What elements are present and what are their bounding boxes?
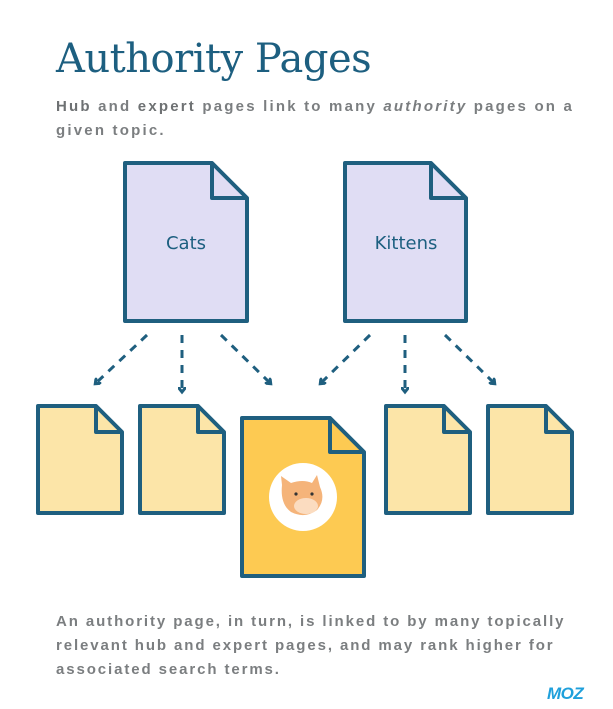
subtitle: Hub and expert pages link to many author… xyxy=(56,95,596,143)
subtitle-text: and xyxy=(91,98,138,115)
authority-word: authority xyxy=(383,98,468,115)
hub-label-kittens: Kittens xyxy=(375,233,438,254)
hub-label-cats: Cats xyxy=(166,233,206,254)
page-title: Authority Pages xyxy=(56,36,372,82)
footer-text: An authority page, in turn, is linked to… xyxy=(56,613,566,678)
expert-word: expert xyxy=(137,98,197,115)
hub-word: Hub xyxy=(56,98,92,115)
moz-logo: MOZ xyxy=(547,684,584,703)
linked-pages xyxy=(36,404,574,515)
link-arrows xyxy=(96,333,494,391)
hub-page-kittens xyxy=(343,161,468,323)
kitten-icon xyxy=(269,463,337,531)
hub-page-cats xyxy=(123,161,249,323)
subtitle-text: pages link to many xyxy=(196,98,384,115)
subtitle-text: pages on a given topic. xyxy=(56,98,575,139)
